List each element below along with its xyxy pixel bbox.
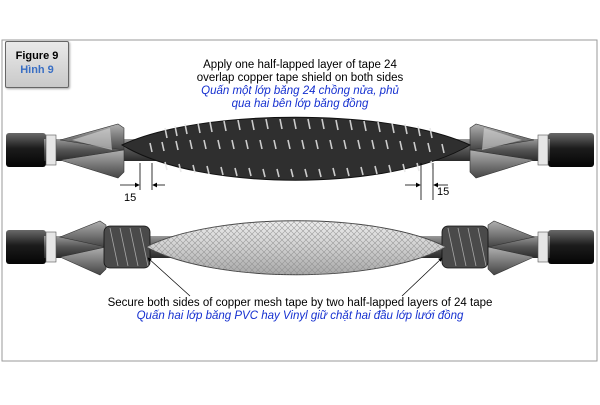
bottom-cable-assembly	[6, 220, 594, 297]
figure-label: Figure 9	[15, 50, 59, 62]
leader-left	[147, 257, 191, 297]
bottom-caption-vi-line1: Quấn hai lớp băng PVC hay Vinyl giữ chặt…	[136, 310, 464, 322]
top-caption-vi-line2: qua hai bên lớp băng đồng	[231, 98, 369, 110]
dimension-right	[405, 163, 448, 200]
dimension-left	[120, 163, 165, 190]
bottom-caption-line1: Secure both sides of copper mesh tape by…	[107, 297, 493, 309]
figure-label-vi: Hình 9	[20, 64, 54, 76]
top-caption-line2: overlap copper tape shield on both sides	[196, 72, 404, 84]
cable-end-left-bottom	[6, 230, 46, 264]
top-caption-vi-line1: Quấn một lớp băng 24 chồng nửa, phủ	[201, 85, 399, 97]
cable-end-left-top	[6, 133, 46, 167]
bottom-caption: Secure both sides of copper mesh tape by…	[70, 297, 530, 323]
top-caption-line1: Apply one half-lapped layer of tape 24	[203, 59, 397, 71]
dimension-label-left: 15	[124, 192, 137, 204]
frame-border	[1, 39, 598, 362]
dimension-label-right: 15	[437, 186, 450, 198]
top-cable-assembly	[6, 116, 594, 200]
cable-end-right-top	[548, 133, 594, 167]
figure-label-badge: Figure 9 Hình 9	[5, 41, 69, 88]
leader-right	[401, 257, 443, 297]
cable-end-right-bottom	[548, 230, 594, 264]
half-lapped-tape-texture	[149, 118, 445, 178]
joint-body-top	[120, 116, 472, 181]
top-caption: Apply one half-lapped layer of tape 24 o…	[150, 59, 450, 111]
